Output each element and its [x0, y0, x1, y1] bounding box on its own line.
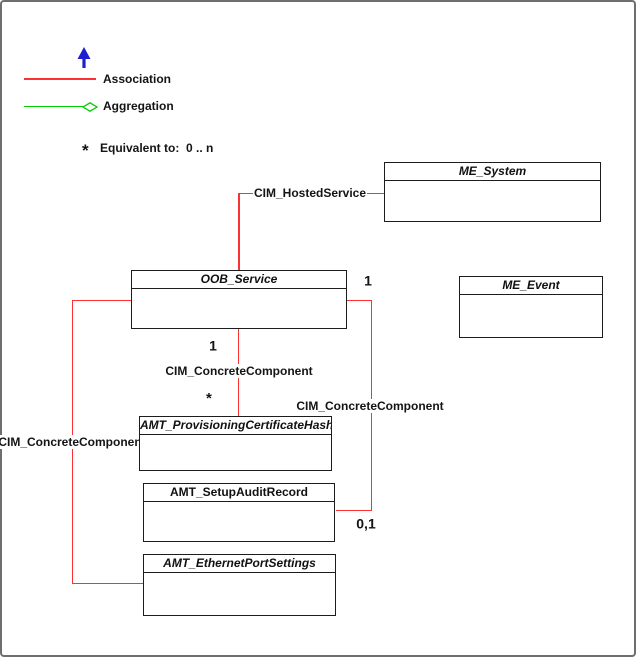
class-me-event-title: ME_Event	[460, 277, 602, 295]
concrete-component-right-label: CIM_ConcreteComponent	[295, 399, 445, 413]
concrete-component-center-label: CIM_ConcreteComponent	[164, 364, 314, 378]
association-legend-label: Association	[103, 72, 172, 86]
multiplicity-one-bottom: 1	[209, 337, 217, 354]
edge-concrete-component-right-top	[347, 299, 372, 301]
hosted-service-label: CIM_HostedService	[252, 186, 368, 200]
equivalence-legend-label: Equivalent to: 0 .. n	[100, 141, 214, 155]
class-oob-service-title: OOB_Service	[132, 271, 346, 289]
class-amt-provisioning-certificate-hash[interactable]: AMT_ProvisioningCertificateHash	[139, 416, 332, 471]
class-amt-setup-audit-record[interactable]: AMT_SetupAuditRecord	[143, 483, 335, 542]
class-amt-ethernet-port-settings[interactable]: AMT_EthernetPortSettings	[143, 554, 336, 616]
multiplicity-zero-one: 0,1	[356, 515, 376, 532]
class-amt-provisioning-certificate-hash-title: AMT_ProvisioningCertificateHash	[140, 417, 331, 435]
class-oob-service[interactable]: OOB_Service	[131, 270, 347, 329]
diamond-icon	[82, 102, 98, 112]
association-line-sample	[24, 78, 96, 80]
class-amt-ethernet-port-settings-title: AMT_EthernetPortSettings	[144, 555, 335, 573]
equivalence-symbol: *	[82, 141, 89, 160]
edge-concrete-component-right-bottom	[336, 509, 372, 511]
aggregation-line-sample	[24, 105, 84, 107]
multiplicity-one-right: 1	[364, 272, 372, 289]
edge-hosted-service-vertical	[238, 193, 240, 270]
up-arrow-icon	[77, 47, 91, 68]
class-amt-setup-audit-record-title: AMT_SetupAuditRecord	[144, 484, 334, 502]
edge-concrete-component-left-bottom	[72, 582, 143, 584]
edge-concrete-component-left-top	[72, 299, 131, 301]
multiplicity-star: *	[206, 390, 212, 407]
class-me-system[interactable]: ME_System	[384, 162, 601, 222]
aggregation-legend-label: Aggregation	[103, 99, 174, 113]
class-me-system-title: ME_System	[385, 163, 600, 181]
class-me-event[interactable]: ME_Event	[459, 276, 603, 338]
concrete-component-left-label: CIM_ConcreteComponent	[0, 435, 147, 449]
